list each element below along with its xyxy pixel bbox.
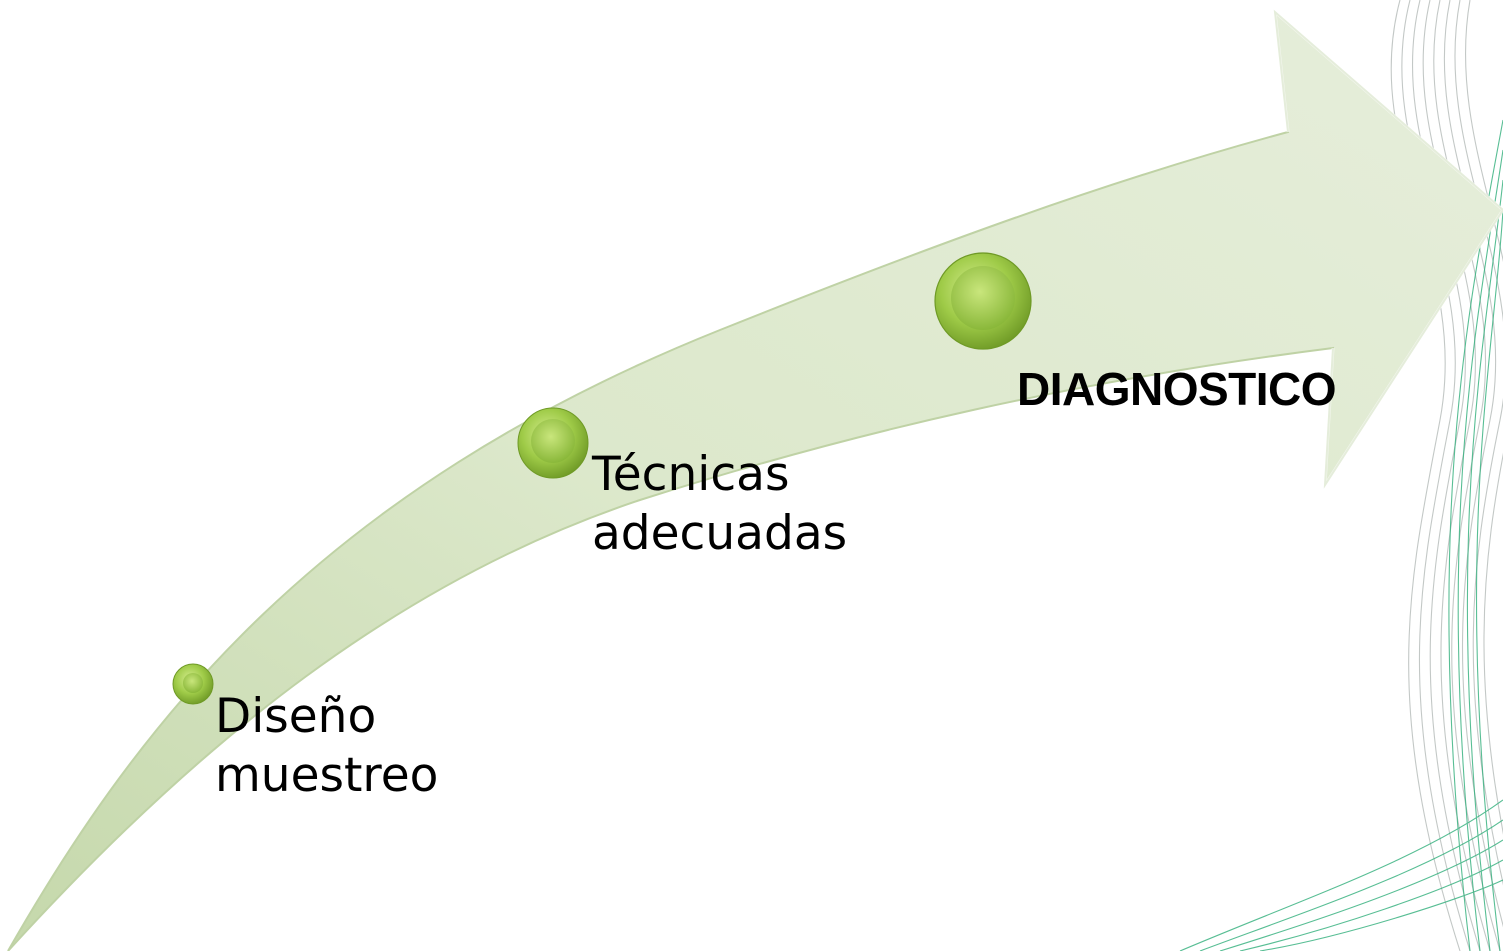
step-1-line-1: Diseño xyxy=(215,689,377,744)
step-label-diseno-muestreo: Diseño muestreo xyxy=(215,688,438,806)
step-1-line-2: muestreo xyxy=(215,747,439,803)
bullet-step-2 xyxy=(517,407,589,479)
step-3-line-1: DIAGNOSTICO xyxy=(1017,363,1337,415)
bullet-step-1 xyxy=(172,663,214,705)
step-label-diagnostico: DIAGNOSTICO xyxy=(1017,361,1337,419)
step-2-line-2: adecuadas xyxy=(592,505,848,561)
bullet-step-3 xyxy=(934,252,1032,350)
curved-arrow xyxy=(7,8,1503,951)
step-2-line-1: Técnicas xyxy=(592,447,790,502)
step-label-tecnicas-adecuadas: Técnicas adecuadas xyxy=(592,446,847,564)
